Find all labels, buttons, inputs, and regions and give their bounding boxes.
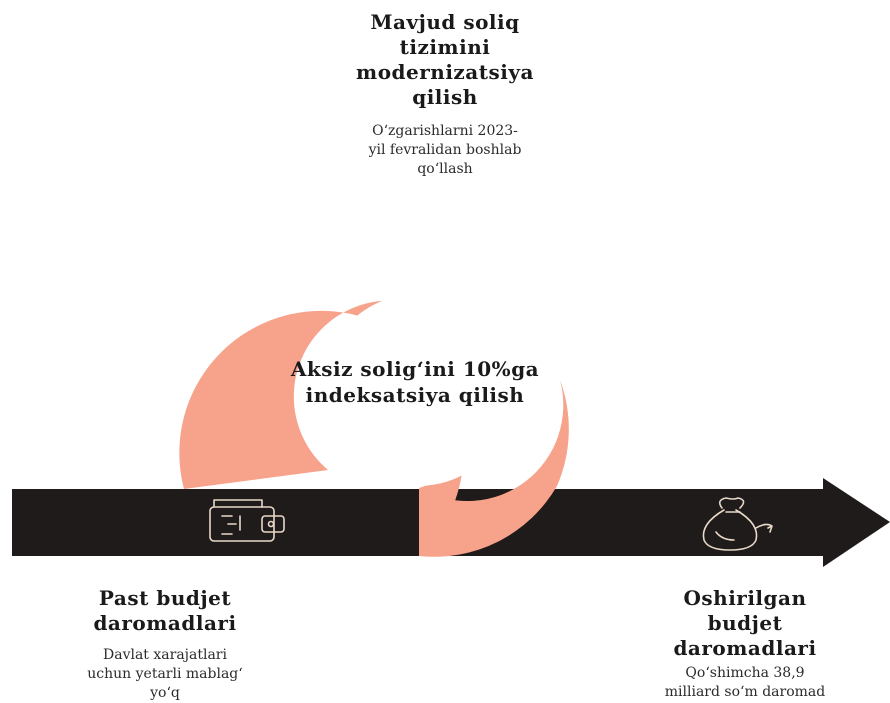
left-desc-line: yo‘q xyxy=(150,685,180,701)
top-title-line: qilish xyxy=(412,85,478,109)
left-desc-line: uchun yetarli mablag‘ xyxy=(87,666,243,682)
ring-lower-right xyxy=(419,380,569,557)
left-title: Past budjet daromadlari xyxy=(40,586,290,636)
top-title-line: tizimini xyxy=(399,35,491,59)
right-desc-line: milliard so‘m daromad xyxy=(664,684,826,700)
right-title: Oshirilgan budjet daromadlari xyxy=(620,586,870,661)
right-title-line: daromadlari xyxy=(673,636,817,660)
top-title: Mavjud soliq tizimini modernizatsiya qil… xyxy=(330,10,560,110)
ring-upper xyxy=(179,300,486,556)
right-desc-line: Qo‘shimcha 38,9 xyxy=(685,665,805,681)
top-desc-line: O‘zgarishlarni 2023- xyxy=(372,123,518,139)
judge-gavel-icon xyxy=(409,211,481,263)
top-title-line: modernizatsiya xyxy=(356,60,534,84)
left-description: Davlat xarajatlari uchun yetarli mablag‘… xyxy=(50,646,280,703)
right-title-line: Oshirilgan xyxy=(683,586,807,610)
center-label: Aksiz solig‘ini 10%ga indeksatsiya qilis… xyxy=(255,356,575,408)
wallet-icon xyxy=(209,499,285,542)
right-description: Qo‘shimcha 38,9 milliard so‘m daromad xyxy=(615,664,875,702)
left-desc-line: Davlat xarajatlari xyxy=(103,647,227,663)
left-title-line: Past budjet xyxy=(98,586,232,610)
right-title-line: budjet xyxy=(707,611,783,635)
money-bag-icon xyxy=(702,497,773,551)
top-description: O‘zgarishlarni 2023- yil fevralidan bosh… xyxy=(325,122,565,179)
center-label-line: Aksiz solig‘ini 10%ga xyxy=(290,357,540,381)
left-title-line: daromadlari xyxy=(93,611,237,635)
top-desc-line: yil fevralidan boshlab xyxy=(368,142,522,158)
top-desc-line: qo‘llash xyxy=(417,161,473,177)
ring-hole xyxy=(322,294,514,486)
top-title-line: Mavjud soliq xyxy=(370,10,520,34)
center-label-line: indeksatsiya qilish xyxy=(305,383,525,407)
